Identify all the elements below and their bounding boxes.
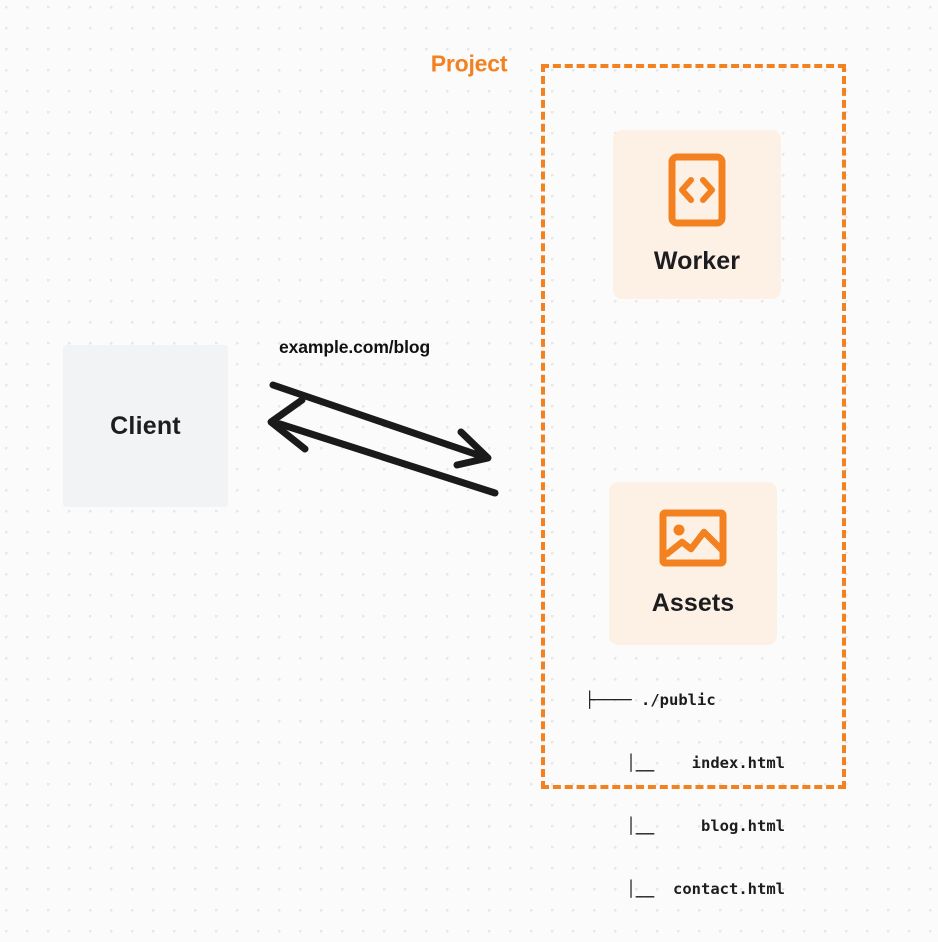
file-tree-row: │__ index.html — [607, 754, 785, 772]
arrow-right-icon — [269, 381, 492, 469]
worker-card[interactable]: Worker — [613, 130, 781, 299]
assets-card[interactable]: Assets — [609, 482, 777, 645]
file-tree-row: │__ contact.html — [607, 880, 785, 898]
project-group-title: Project — [420, 50, 518, 78]
request-url-label: example.com/blog — [279, 337, 431, 357]
assets-file-tree: ├──── ./public │__ index.html │__ blog.h… — [585, 648, 785, 942]
client-node[interactable]: Client — [63, 345, 228, 507]
client-label: Client — [110, 411, 181, 440]
image-icon — [659, 509, 727, 567]
worker-label: Worker — [653, 247, 741, 275]
code-file-icon — [668, 153, 726, 227]
assets-label: Assets — [651, 589, 735, 617]
file-tree-row: │__ blog.html — [607, 817, 785, 835]
file-tree-row: ├──── ./public — [585, 691, 716, 709]
arrow-left-icon — [267, 396, 499, 497]
project-group-border — [541, 64, 846, 789]
diagram-canvas: Client example.com/blog Project Worker — [63, 50, 846, 898]
